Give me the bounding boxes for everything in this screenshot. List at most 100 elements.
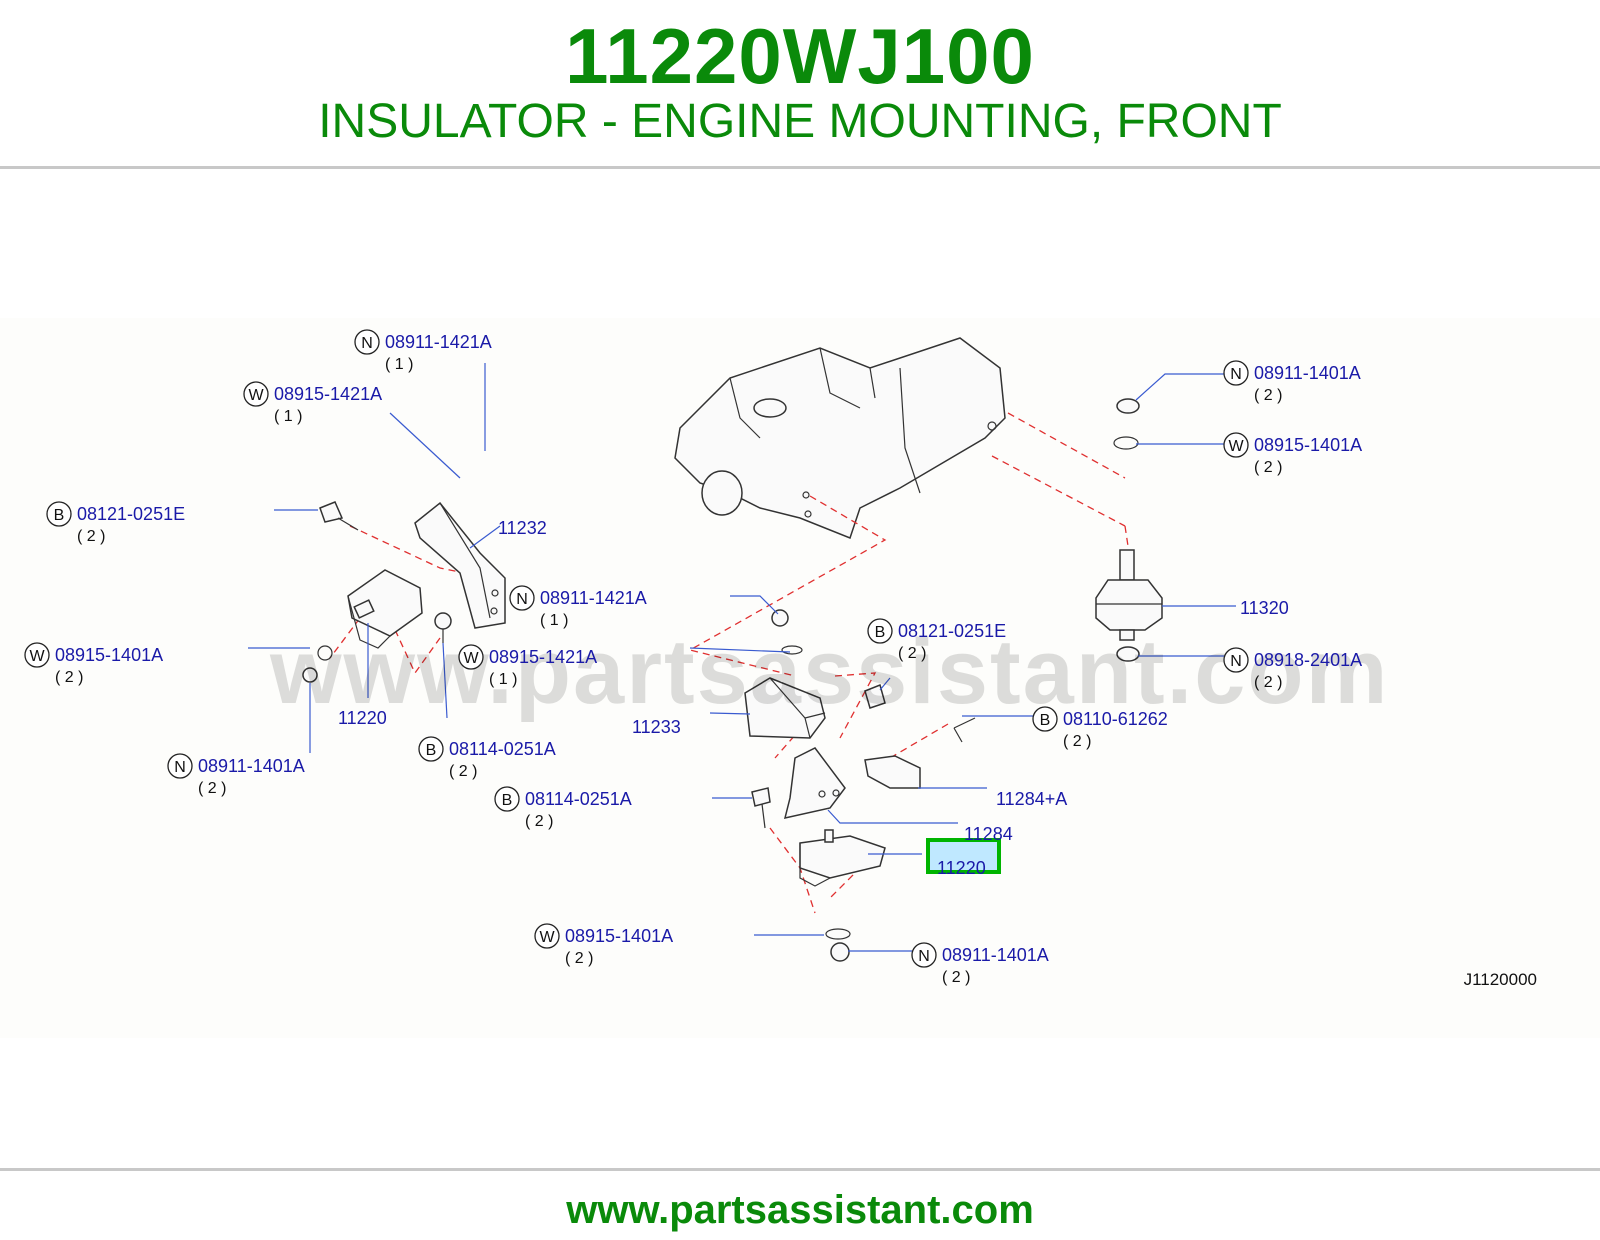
callout-quantity: ( 2 ) — [77, 528, 105, 545]
callout-type-circle — [243, 381, 269, 407]
callout-n-08911-1401a-right[interactable]: N 08911-1401A ( 2 ) — [1223, 360, 1361, 404]
callout-type-letter: B — [426, 742, 437, 759]
callout-part-number[interactable]: 11220 — [338, 708, 387, 728]
callout-w-08915-1421a-top[interactable]: W 08915-1421A ( 1 ) — [243, 381, 382, 425]
callout-n-08911-1421a-mid[interactable]: N 08911-1421A ( 1 ) — [509, 585, 647, 629]
page-header: 11220WJ100 INSULATOR - ENGINE MOUNTING, … — [0, 0, 1600, 168]
callout-part-number[interactable]: 08121-0251E — [77, 504, 185, 524]
callout-quantity: ( 2 ) — [1063, 733, 1091, 750]
callout-b-08110-61262[interactable]: B 08110-61262 ( 2 ) — [1032, 706, 1168, 750]
callout-b-08114-0251a-left[interactable]: B 08114-0251A ( 2 ) — [418, 736, 556, 780]
callout-type-circle — [24, 642, 50, 668]
callout-type-letter: W — [248, 387, 264, 404]
callout-type-letter: B — [502, 792, 513, 809]
callout-p-11320[interactable]: 11320 — [1240, 598, 1289, 618]
callout-part-number[interactable]: 08911-1421A — [385, 332, 492, 352]
center-mount-assembly — [744, 609, 976, 962]
callout-quantity: ( 2 ) — [55, 669, 83, 686]
callout-part-number[interactable]: 11320 — [1240, 598, 1289, 618]
callout-p-11220-left[interactable]: 11220 — [338, 708, 387, 728]
callout-part-number[interactable]: 08915-1421A — [274, 384, 382, 404]
callout-part-number[interactable]: 08911-1421A — [540, 588, 647, 608]
callout-p-11233[interactable]: 11233 — [632, 717, 681, 737]
callout-type-letter: B — [875, 624, 886, 641]
engine-block-illustration — [674, 337, 1006, 539]
callout-type-circle — [534, 923, 560, 949]
callout-quantity: ( 2 ) — [525, 813, 553, 830]
callout-type-letter: B — [1040, 712, 1051, 729]
callout-part-number[interactable]: 11220 — [937, 858, 986, 878]
callout-part-number[interactable]: 08918-2401A — [1254, 650, 1362, 670]
left-mount-assembly — [302, 501, 506, 683]
callout-part-number[interactable]: 11232 — [498, 518, 547, 538]
callout-type-letter: N — [1230, 366, 1242, 383]
callout-n-08911-1421a-top[interactable]: N 08911-1421A ( 1 ) — [354, 329, 492, 373]
callout-part-number[interactable]: 08911-1401A — [1254, 363, 1361, 383]
callout-type-letter: N — [174, 759, 186, 776]
part-description: INSULATOR - ENGINE MOUNTING, FRONT — [318, 95, 1282, 148]
callout-type-circle — [494, 786, 520, 812]
highlighted-part-box[interactable] — [926, 838, 1001, 874]
right-mount-insulator — [1095, 398, 1163, 662]
callout-p-11284[interactable]: 11284 — [964, 824, 1013, 844]
callout-part-number[interactable]: 08114-0251A — [449, 739, 556, 759]
callout-part-number[interactable]: 08911-1401A — [942, 945, 1049, 965]
callout-part-number[interactable]: 08915-1401A — [55, 645, 163, 665]
callout-p-11220-main[interactable]: 11220 — [937, 858, 986, 878]
parts-diagram: www.partsassistant.com N 08911-1421A ( 1 )… — [0, 318, 1600, 1038]
callout-part-number[interactable]: 08121-0251E — [898, 621, 1006, 641]
footer-site-url[interactable]: www.partsassistant.com — [566, 1188, 1034, 1232]
callout-type-circle — [867, 618, 893, 644]
callout-quantity: ( 2 ) — [198, 780, 226, 797]
callout-quantity: ( 2 ) — [449, 763, 477, 780]
diagram-code: J1120000 — [1464, 970, 1537, 989]
callout-type-circle — [458, 644, 484, 670]
callout-type-circle — [1223, 360, 1249, 386]
callout-type-circle — [1032, 706, 1058, 732]
callout-type-circle — [46, 501, 72, 527]
callout-type-letter: W — [463, 650, 479, 667]
callout-type-circle — [354, 329, 380, 355]
callout-part-number[interactable]: 08911-1401A — [198, 756, 305, 776]
callout-quantity: ( 2 ) — [942, 969, 970, 986]
callout-type-letter: N — [918, 948, 930, 965]
callout-quantity: ( 2 ) — [1254, 674, 1282, 691]
callout-n-08911-1401a-bottom[interactable]: N 08911-1401A ( 2 ) — [911, 942, 1049, 986]
callout-quantity: ( 2 ) — [1254, 387, 1282, 404]
header-divider — [0, 166, 1600, 169]
callout-n-08911-1401a-left[interactable]: N 08911-1401A ( 2 ) — [167, 753, 305, 797]
callout-part-number[interactable]: 08915-1401A — [565, 926, 673, 946]
leader-lines — [248, 363, 1236, 952]
callout-quantity: ( 1 ) — [274, 408, 302, 425]
exploded-view-diagram: www.partsassistant.com N 08911-1421A ( 1 )… — [24, 329, 1537, 989]
callout-quantity: ( 1 ) — [385, 356, 413, 373]
callout-type-circle — [418, 736, 444, 762]
callout-type-letter: N — [516, 591, 528, 608]
callout-type-letter: N — [1230, 653, 1242, 670]
callout-type-circle — [167, 753, 193, 779]
callout-part-number[interactable]: 08110-61262 — [1063, 709, 1168, 729]
callout-type-letter: N — [361, 335, 373, 352]
callout-part-number[interactable]: 08915-1401A — [1254, 435, 1362, 455]
footer-divider — [0, 1168, 1600, 1171]
callout-type-circle — [1223, 647, 1249, 673]
callout-part-number[interactable]: 11233 — [632, 717, 681, 737]
callout-p-11232[interactable]: 11232 — [498, 518, 547, 538]
watermark-text: www.partsassistant.com — [269, 621, 1389, 723]
callout-p-11284a[interactable]: 11284+A — [996, 789, 1067, 809]
callout-part-number[interactable]: 11284 — [964, 824, 1013, 844]
callout-b-08114-0251a-mid[interactable]: B 08114-0251A ( 2 ) — [494, 786, 632, 830]
callout-n-08918-2401a[interactable]: N 08918-2401A ( 2 ) — [1223, 647, 1362, 691]
callout-part-number[interactable]: 11284+A — [996, 789, 1067, 809]
callout-part-number[interactable]: 08114-0251A — [525, 789, 632, 809]
callout-part-number[interactable]: 08915-1421A — [489, 647, 597, 667]
callout-quantity: ( 1 ) — [540, 612, 568, 629]
callout-quantity: ( 2 ) — [565, 950, 593, 967]
